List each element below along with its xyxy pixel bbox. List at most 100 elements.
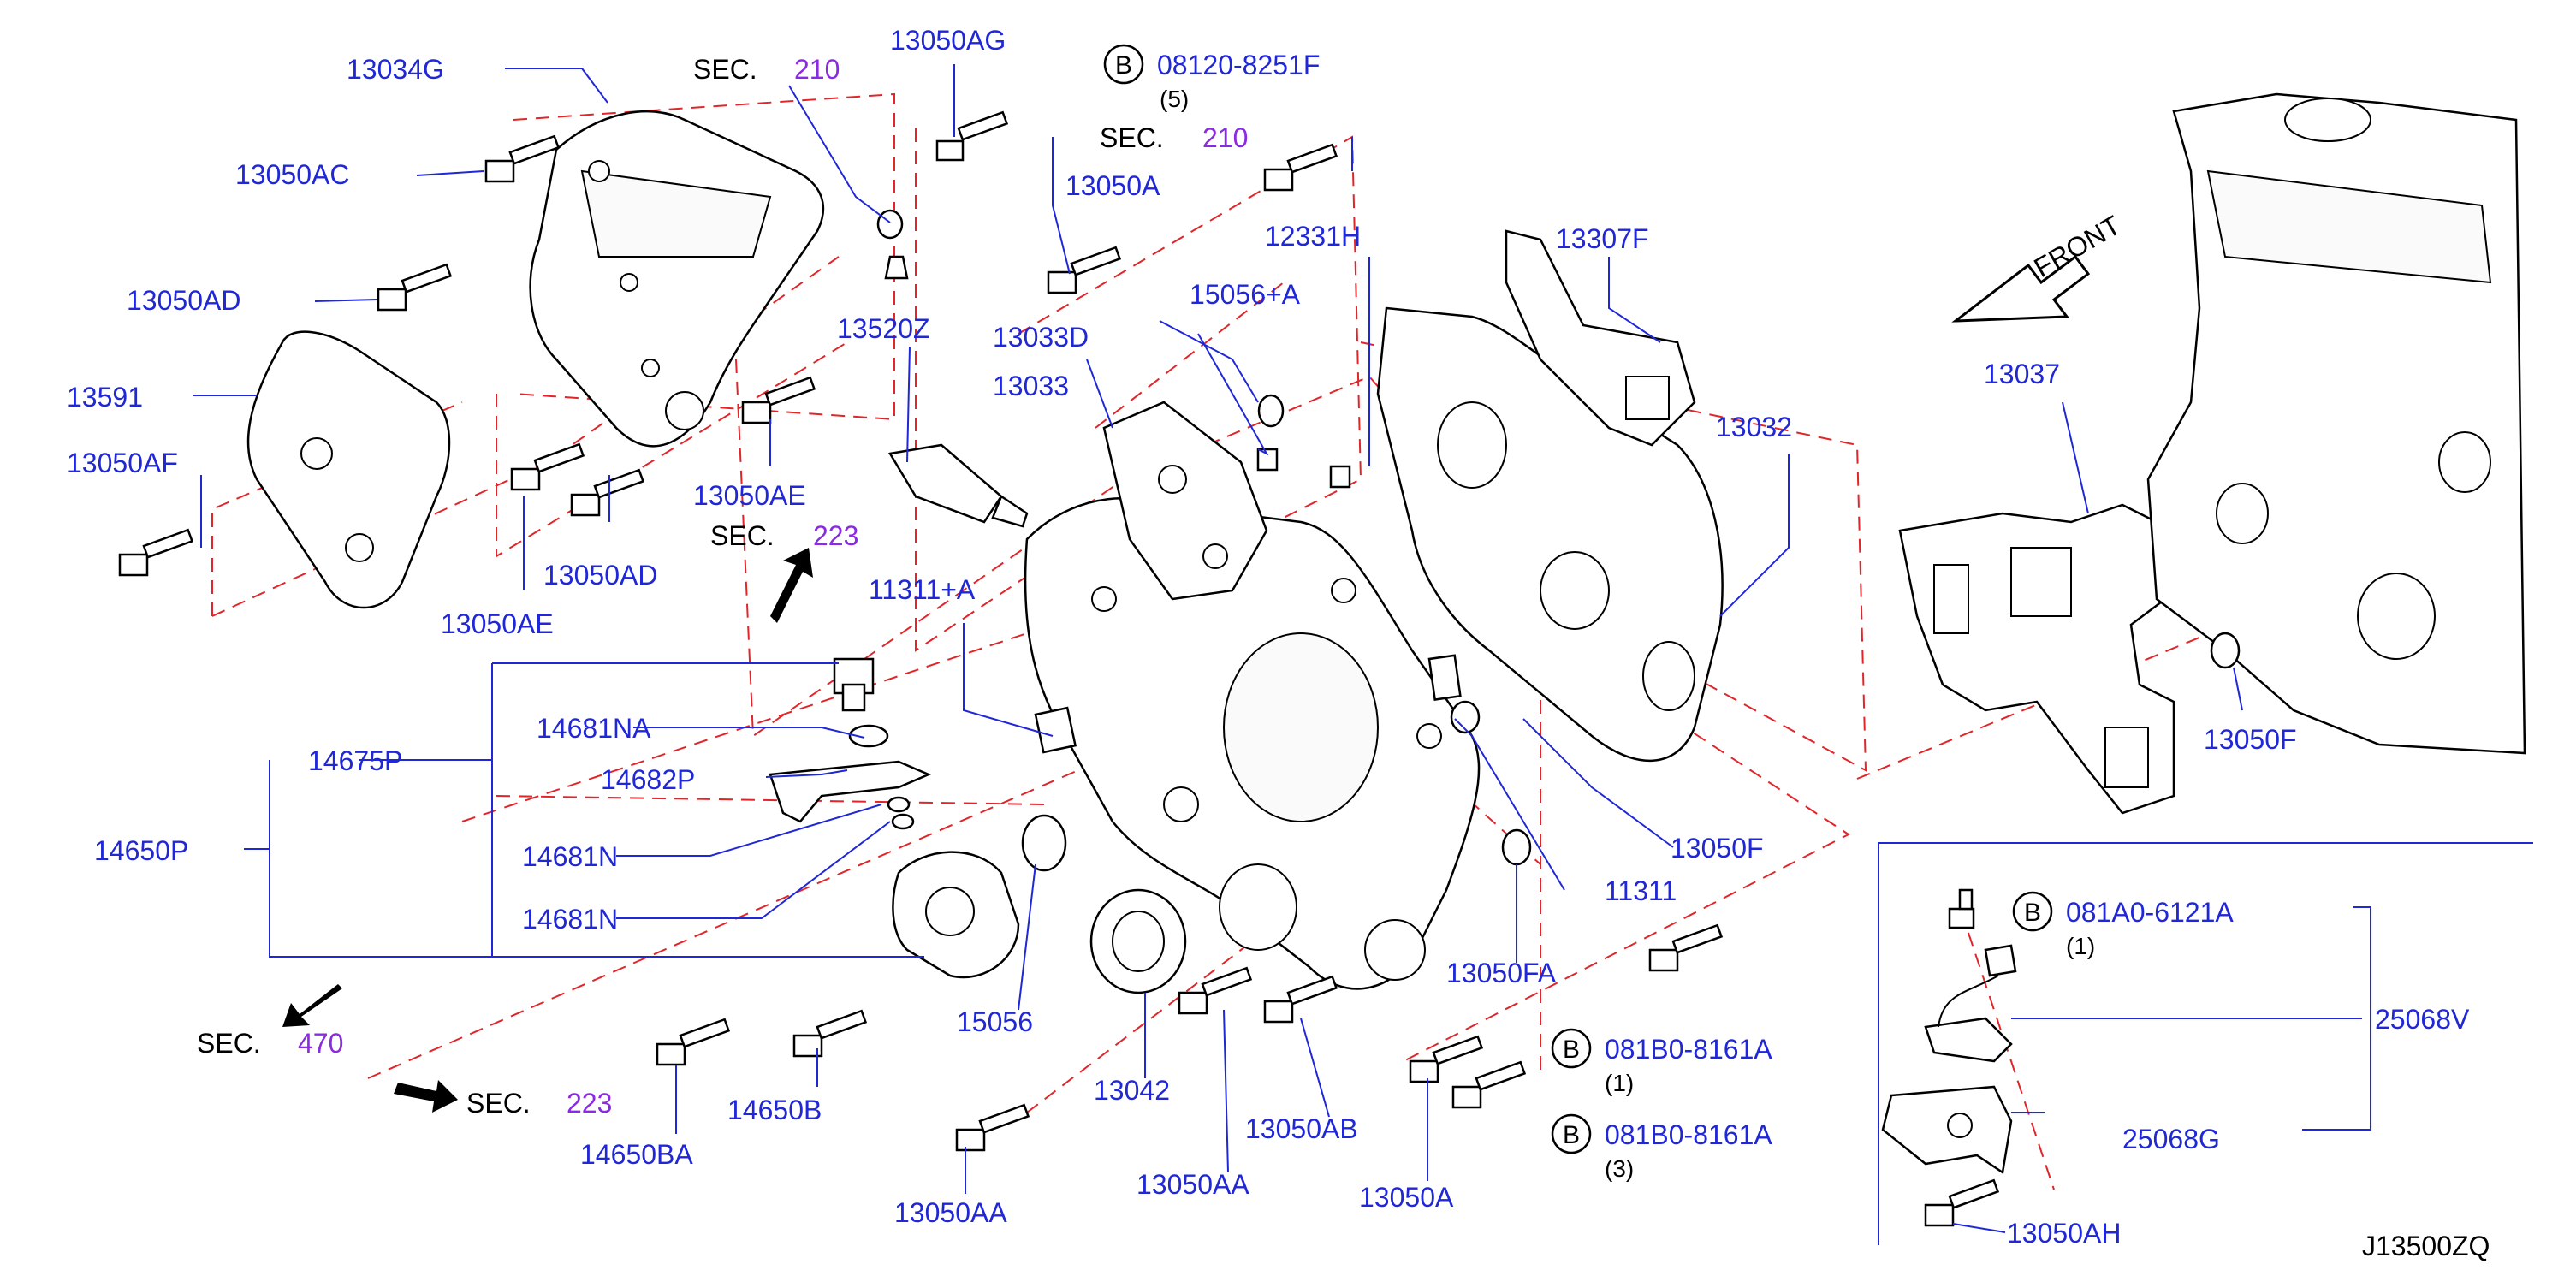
part-labels: 13034G 13050AG 13050AC 13050AD 13591 130… bbox=[67, 25, 2470, 1249]
sec-223-upper-arrow bbox=[770, 548, 813, 623]
part-label: 13050FA bbox=[1446, 958, 1557, 988]
o-ring-15056 bbox=[1021, 814, 1067, 872]
part-label: 13050AE bbox=[693, 480, 806, 511]
part-label: 13050AA bbox=[894, 1197, 1007, 1228]
section-number: 470 bbox=[298, 1028, 343, 1059]
part-label: 14682P bbox=[601, 764, 695, 795]
callout-symbol: B bbox=[1115, 51, 1132, 80]
bolt-081A0 bbox=[1948, 888, 1975, 929]
part-label: 13050AD bbox=[543, 560, 657, 590]
part-label: 25068G bbox=[2122, 1124, 2220, 1154]
bolt-14650B bbox=[792, 1009, 868, 1058]
callout-symbol: B bbox=[2024, 899, 2041, 927]
bolt-13050AH bbox=[1924, 1178, 2000, 1227]
bolt-13050AA-a bbox=[955, 1103, 1030, 1152]
part-label: 13050A bbox=[1065, 170, 1160, 201]
part-label: 14675P bbox=[308, 745, 402, 776]
bolt-13050AB bbox=[1263, 975, 1338, 1024]
gasket-13037 bbox=[1898, 503, 2175, 815]
sensor-25068V bbox=[1924, 944, 2017, 1063]
gasket-13307F bbox=[1505, 229, 1696, 447]
cylinder-block bbox=[2146, 92, 2526, 755]
bolt-13050AD-b bbox=[570, 468, 645, 517]
part-label: 14650P bbox=[94, 835, 188, 866]
section-ref-210-b: SEC. 210 bbox=[1100, 122, 1248, 153]
small-parts bbox=[769, 209, 2241, 866]
section-references: SEC. 210 SEC. 210 SEC. 223 SEC. 470 SEC.… bbox=[197, 54, 1248, 1119]
callout-part: 08120-8251F bbox=[1157, 50, 1320, 80]
part-label: 13050AA bbox=[1137, 1169, 1249, 1200]
bracket-13033 bbox=[1102, 401, 1268, 601]
vacuum-pump-14650P bbox=[892, 851, 1020, 979]
bolt-14681NA bbox=[833, 657, 875, 712]
part-label: 13033D bbox=[993, 322, 1089, 353]
callout-08120-8251F: B 08120-8251F (5) bbox=[1103, 44, 1320, 112]
part-label: 13050F bbox=[2204, 724, 2297, 755]
part-label: 13042 bbox=[1094, 1075, 1170, 1106]
section-number: 223 bbox=[813, 520, 858, 551]
part-label: 13050A bbox=[1359, 1182, 1454, 1213]
callout-symbol: B bbox=[1563, 1121, 1580, 1149]
front-cover-main bbox=[1024, 496, 1481, 990]
part-label: 14681N bbox=[522, 904, 618, 935]
bolt-13050AA-b bbox=[1178, 966, 1253, 1015]
bolt-13050A-b bbox=[1409, 1035, 1484, 1083]
callout-qty: (3) bbox=[1605, 1155, 1634, 1182]
part-label: 13050AF bbox=[67, 448, 178, 478]
part-label: 13520Z bbox=[837, 313, 930, 344]
callout-qty: (5) bbox=[1160, 86, 1189, 112]
part-label: 13034G bbox=[347, 54, 444, 85]
callout-part: 081A0-6121A bbox=[2066, 897, 2234, 928]
section-ref-223-b: SEC. 223 bbox=[466, 1088, 612, 1119]
callout-part: 081B0-8161A bbox=[1605, 1034, 1772, 1065]
part-label: 12331H bbox=[1265, 221, 1361, 252]
section-number: 210 bbox=[794, 54, 840, 85]
callout-part: 081B0-8161A bbox=[1605, 1119, 1772, 1150]
part-label: 13033 bbox=[993, 371, 1069, 401]
part-label: 14681NA bbox=[537, 713, 651, 744]
callout-081B0-8161A-3: B 081B0-8161A (3) bbox=[1551, 1113, 1772, 1182]
sec-223-lower-arrow bbox=[394, 1080, 458, 1113]
bolt-14650BA bbox=[656, 1018, 731, 1066]
bolt-13050AF bbox=[118, 528, 194, 577]
part-label: 13032 bbox=[1716, 412, 1792, 442]
section-prefix: SEC. bbox=[466, 1088, 531, 1119]
callout-qty: (1) bbox=[1605, 1070, 1634, 1096]
section-ref-210-a: SEC. 210 bbox=[693, 54, 840, 85]
part-label: 15056+A bbox=[1190, 279, 1301, 310]
front-direction-arrow: FRONT bbox=[1951, 210, 2126, 323]
bolt-08120 bbox=[1263, 143, 1338, 192]
part-label: 11311+A bbox=[869, 574, 976, 605]
bolt-callouts: B 08120-8251F (5) B 081B0-8161A (1) B 08… bbox=[1103, 44, 2234, 1182]
bolt-13050AC bbox=[484, 134, 561, 183]
part-label: 13050F bbox=[1671, 833, 1764, 863]
section-arrows bbox=[282, 548, 813, 1113]
oil-seal-13042 bbox=[1089, 888, 1187, 994]
timing-cover-upper bbox=[529, 110, 825, 448]
bolt-081B0-a bbox=[1451, 1060, 1527, 1109]
part-label: 13050AB bbox=[1245, 1113, 1358, 1144]
diagram-id: J13500ZQ bbox=[2362, 1231, 2490, 1261]
part-label: 14650B bbox=[727, 1095, 822, 1125]
timing-cover-side-panel bbox=[246, 330, 451, 609]
bolts bbox=[118, 110, 2000, 1227]
callout-081A0-6121A: B 081A0-6121A (1) bbox=[2012, 891, 2234, 959]
sec-470-arrow bbox=[282, 984, 342, 1027]
bolt-13050AD-top bbox=[377, 263, 453, 312]
part-label: 14681N bbox=[522, 841, 618, 872]
part-label: 13037 bbox=[1984, 359, 2060, 389]
bolt-13050AE-b bbox=[510, 442, 585, 491]
part-label: 13050AD bbox=[127, 285, 240, 316]
bolt-13050AE-a bbox=[741, 376, 816, 424]
section-number: 223 bbox=[567, 1088, 612, 1119]
callout-symbol: B bbox=[1563, 1036, 1580, 1064]
part-label: 15056 bbox=[957, 1006, 1033, 1037]
leader-lines bbox=[193, 64, 2362, 1233]
part-label: 13050AC bbox=[235, 159, 349, 190]
part-label: 13591 bbox=[67, 382, 143, 412]
part-label: 11311 bbox=[1605, 875, 1677, 906]
bolt-081B0-b bbox=[1648, 923, 1724, 972]
section-prefix: SEC. bbox=[197, 1028, 261, 1059]
section-number: 210 bbox=[1202, 122, 1248, 153]
